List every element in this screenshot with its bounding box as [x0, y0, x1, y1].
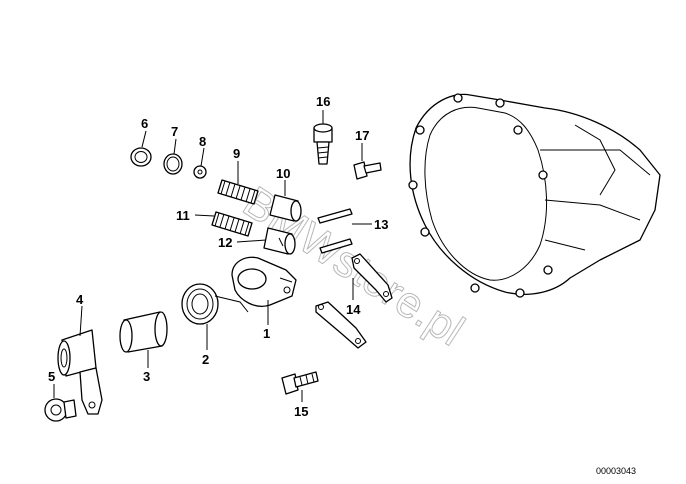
callout-1: 1: [263, 326, 270, 341]
callout-9: 9: [233, 146, 240, 161]
callout-2: 2: [202, 352, 209, 367]
callout-4: 4: [76, 292, 84, 307]
callout-5: 5: [48, 369, 55, 384]
part-4-shift-arm: [57, 329, 103, 415]
diagram-code: 00003043: [596, 466, 636, 476]
callout-12: 12: [218, 235, 232, 250]
callout-8: 8: [199, 134, 206, 149]
leader-lines: [53, 110, 372, 402]
part-13-pins: [317, 208, 353, 254]
callout-7: 7: [171, 124, 178, 139]
part-15-bolt: [281, 371, 319, 395]
part-6-ring: [130, 147, 152, 167]
callout-15: 15: [294, 404, 308, 419]
callout-3: 3: [143, 369, 150, 384]
callout-17: 17: [355, 128, 369, 143]
transmission-housing: [408, 93, 661, 298]
part-5-bushing: [44, 398, 77, 422]
part-16-bolt: [313, 123, 333, 165]
part-2-coil-spring: [181, 283, 249, 325]
part-10-pressure-piece: [269, 194, 302, 222]
part-17-bolt: [353, 161, 382, 180]
part-7-snap-ring: [163, 153, 183, 175]
callout-11: 11: [176, 208, 190, 223]
callout-16: 16: [316, 94, 330, 109]
part-9-spring: [217, 179, 259, 205]
callout-14: 14: [346, 302, 361, 317]
part-1-selector: [231, 256, 297, 307]
part-3-sleeve: [119, 311, 168, 353]
part-14-bracket: [315, 253, 393, 349]
part-11-spring: [211, 211, 253, 237]
callout-labels: 1 2 3 4 5 6 7 8 9 10 11 12 13 14 15 16 1…: [48, 94, 388, 419]
callout-6: 6: [141, 116, 148, 131]
callout-13: 13: [374, 217, 388, 232]
part-8-washer: [193, 165, 207, 179]
part-12-pressure-piece: [263, 227, 296, 255]
callout-10: 10: [276, 166, 290, 181]
